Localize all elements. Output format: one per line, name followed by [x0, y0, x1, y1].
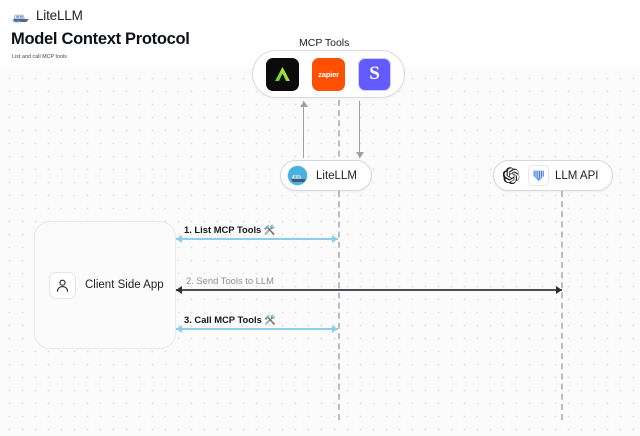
arrow-head-right-icon: [556, 285, 562, 294]
node-litellm-label: LiteLLM: [316, 169, 357, 182]
lifeline-litellm: [338, 100, 340, 420]
slack-tool-icon[interactable]: S: [358, 57, 391, 91]
brand: LiteLLM: [12, 8, 83, 23]
message-3-line: [176, 328, 338, 330]
brand-name: LiteLLM: [36, 8, 83, 23]
message-1-label: 1. List MCP Tools 🛠️: [184, 224, 276, 236]
message-3-label: 3. Call MCP Tools 🛠️: [184, 314, 276, 326]
node-client-label: Client Side App: [85, 279, 164, 291]
speedboat-icon: [12, 9, 30, 23]
lifeline-llm-api: [561, 191, 563, 420]
arrow-head-right-icon: [332, 234, 338, 243]
litellm-to-mcp-down-arrow: [355, 101, 364, 158]
tools-emoji-icon: 🛠️: [263, 224, 276, 235]
zapier-tool-icon[interactable]: zapier: [312, 57, 345, 91]
node-llm-api-label: LLM API: [555, 169, 599, 182]
arrow-head-down-icon: [355, 152, 364, 158]
arrow-head-left-icon: [176, 234, 182, 243]
openai-icon: [501, 165, 522, 186]
arrow-head-right-icon: [332, 324, 338, 333]
mcp-to-litellm-up-arrow: [299, 101, 308, 158]
arrow-head-left-icon: [176, 324, 182, 333]
message-3-text: 3. Call MCP Tools: [184, 314, 262, 325]
slack-letter: S: [369, 63, 380, 84]
page-title: Model Context Protocol: [11, 30, 190, 48]
node-llm-api[interactable]: LLM API: [493, 160, 614, 191]
message-2-line: [176, 289, 562, 291]
page-subtitle: List and call MCP tools: [12, 54, 67, 60]
arrow-shaft: [303, 101, 305, 158]
tools-emoji-icon: 🛠️: [264, 314, 277, 325]
litellm-boat-icon: [287, 165, 308, 186]
arrow-head-left-icon: [176, 285, 182, 294]
arrow-head-up-icon: [299, 101, 308, 107]
diagram-canvas: [0, 68, 640, 436]
node-litellm[interactable]: LiteLLM: [280, 160, 372, 191]
message-1-line: [176, 238, 338, 240]
anthropic-icon: [528, 165, 549, 186]
arrow-shaft: [359, 101, 361, 158]
user-icon: [49, 271, 76, 299]
mcp-tools-label: MCP Tools: [299, 37, 350, 49]
node-client-side-app[interactable]: Client Side App: [34, 221, 176, 349]
mcp-tools-group[interactable]: zapier S: [252, 50, 405, 98]
zapier-wordmark: zapier: [318, 69, 339, 79]
message-1-text: 1. List MCP Tools: [184, 224, 262, 235]
anthropic-tool-icon[interactable]: [266, 57, 299, 91]
message-2-label: 2. Send Tools to LLM: [186, 275, 274, 286]
